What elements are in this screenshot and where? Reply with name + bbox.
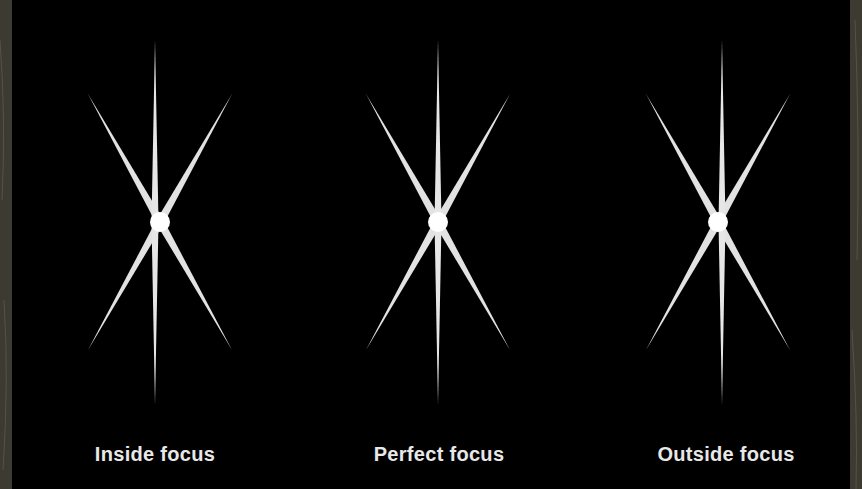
diffraction-star	[646, 40, 790, 405]
diffraction-star	[366, 40, 510, 405]
black-ground	[12, 0, 850, 489]
focus-label: Outside focus	[657, 442, 794, 466]
focus-label: Perfect focus	[374, 442, 505, 466]
diffraction-star	[88, 40, 232, 405]
focus-label: Inside focus	[95, 442, 215, 466]
